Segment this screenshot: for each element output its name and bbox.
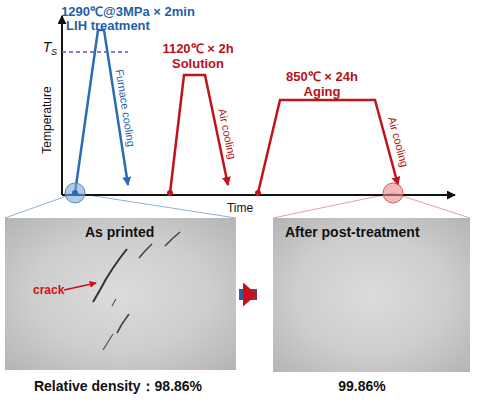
- micrograph-panel: As printed crack: [5, 218, 236, 370]
- aging-curve: [258, 100, 398, 193]
- crack-line: [103, 334, 113, 350]
- chart-label: LIH treatment: [66, 19, 150, 32]
- y-axis: [61, 16, 63, 195]
- panel-title: After post-treatment: [285, 225, 420, 239]
- zoom-circle: [65, 183, 85, 203]
- crack-line: [112, 299, 116, 306]
- zoom-line: [75, 193, 236, 218]
- panel-title: As printed: [85, 225, 154, 239]
- zoom-circle: [383, 183, 403, 203]
- crack-line: [117, 314, 129, 333]
- chart-label: 99.86%: [338, 379, 385, 393]
- zoom-line: [5, 193, 75, 218]
- callout-label: crack: [33, 284, 64, 296]
- chart-label: Time: [227, 202, 253, 214]
- chart-label: 1120℃ × 2h: [162, 42, 233, 55]
- chart-label: Solution: [172, 57, 224, 70]
- transition-arrow: [239, 289, 257, 300]
- chart-label: 1290℃@3MPa × 2min: [61, 5, 195, 18]
- crack-line: [93, 249, 127, 302]
- start-dot: [167, 190, 173, 196]
- start-dot: [72, 190, 78, 196]
- crack-line: [139, 244, 152, 258]
- rotated-label: Temperature: [41, 86, 53, 153]
- chart-label: T: [43, 40, 52, 54]
- rotated-label: Air cooling: [216, 108, 237, 161]
- zoom-line: [393, 193, 470, 218]
- chart-label: Aging: [304, 85, 341, 98]
- chart-label: 850℃ × 24h: [286, 70, 358, 83]
- rotated-label: Air cooling: [386, 116, 410, 168]
- crack-line: [165, 232, 180, 246]
- crack-pointer: [64, 283, 96, 290]
- chart-label: S: [51, 48, 57, 57]
- chart-label: Relative density：98.86%: [34, 379, 202, 393]
- zoom-line: [273, 193, 393, 218]
- solution-curve: [170, 75, 228, 193]
- start-dot: [255, 190, 261, 196]
- micrograph-panel: After post-treatment: [273, 218, 470, 372]
